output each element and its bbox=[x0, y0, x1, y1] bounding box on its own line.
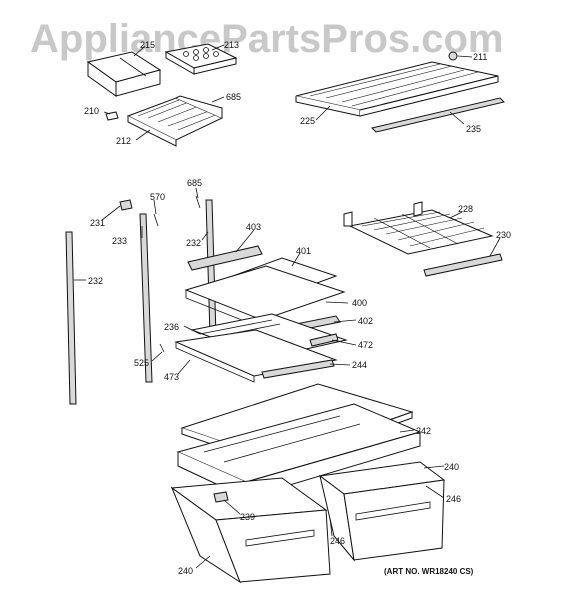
art-number: (ART NO. WR18240 CS) bbox=[384, 567, 474, 576]
crisper-drawer-right bbox=[318, 461, 446, 562]
egg-tray-213 bbox=[164, 43, 238, 75]
screw-525 bbox=[159, 343, 165, 353]
crisper-drawer-left bbox=[170, 477, 331, 584]
callout-472: 472 bbox=[358, 340, 373, 350]
rail-232-center bbox=[205, 199, 217, 337]
callout-525: 525 bbox=[134, 358, 149, 368]
callout-244: 244 bbox=[352, 360, 367, 370]
callout-570: 570 bbox=[150, 192, 165, 202]
callout-215: 215 bbox=[140, 40, 155, 50]
shelf-trim-403 bbox=[187, 245, 263, 271]
callout-235: 235 bbox=[466, 124, 481, 134]
wire-shelf-228 bbox=[343, 201, 494, 255]
callout-236: 236 bbox=[164, 322, 179, 332]
cover-244 bbox=[261, 359, 335, 379]
watermark-text: AppliancePartsPros.com bbox=[30, 17, 504, 61]
screw-570 bbox=[153, 213, 159, 227]
callout-240-right: 240 bbox=[444, 462, 459, 472]
callout-233: 233 bbox=[112, 236, 127, 246]
wire-shelf-225 bbox=[295, 61, 499, 117]
callout-403: 403 bbox=[246, 222, 261, 232]
shelf-trim-235 bbox=[371, 97, 505, 133]
callout-210: 210 bbox=[84, 106, 99, 116]
callout-232-left: 232 bbox=[88, 276, 103, 286]
callout-400: 400 bbox=[352, 298, 367, 308]
callout-246-center: 246 bbox=[330, 536, 345, 546]
rail-232-left bbox=[65, 231, 77, 405]
callout-225: 225 bbox=[300, 116, 315, 126]
callout-232-center: 232 bbox=[186, 238, 201, 248]
callout-685-top: 685 bbox=[226, 92, 241, 102]
callout-240-left: 240 bbox=[178, 566, 193, 576]
callout-402: 402 bbox=[358, 316, 373, 326]
callout-473: 473 bbox=[164, 372, 179, 382]
callout-labels: 215 213 211 685 210 212 225 235 685 570 … bbox=[84, 40, 511, 576]
clip-231 bbox=[119, 199, 133, 211]
callout-242: 242 bbox=[416, 426, 431, 436]
callout-246-right: 246 bbox=[446, 494, 461, 504]
screw-685 bbox=[195, 195, 201, 209]
door-bin-215 bbox=[86, 51, 162, 97]
callout-212: 212 bbox=[116, 136, 131, 146]
wire-shelf-212 bbox=[126, 95, 224, 147]
leader-lines bbox=[74, 44, 501, 569]
crisper-frame-473 bbox=[174, 329, 338, 383]
callout-213: 213 bbox=[224, 40, 239, 50]
callout-231: 231 bbox=[90, 218, 105, 228]
callout-239: 239 bbox=[240, 512, 255, 522]
shelf-trim-230 bbox=[423, 253, 503, 277]
callout-401: 401 bbox=[296, 246, 311, 256]
callout-211: 211 bbox=[473, 52, 487, 62]
callout-230: 230 bbox=[496, 230, 511, 240]
callout-228: 228 bbox=[458, 204, 473, 214]
shelf-stop-211 bbox=[448, 51, 458, 61]
rail-233 bbox=[139, 213, 153, 383]
callout-685-mid: 685 bbox=[187, 178, 202, 188]
handle-239 bbox=[213, 491, 229, 503]
support-472 bbox=[309, 333, 339, 347]
